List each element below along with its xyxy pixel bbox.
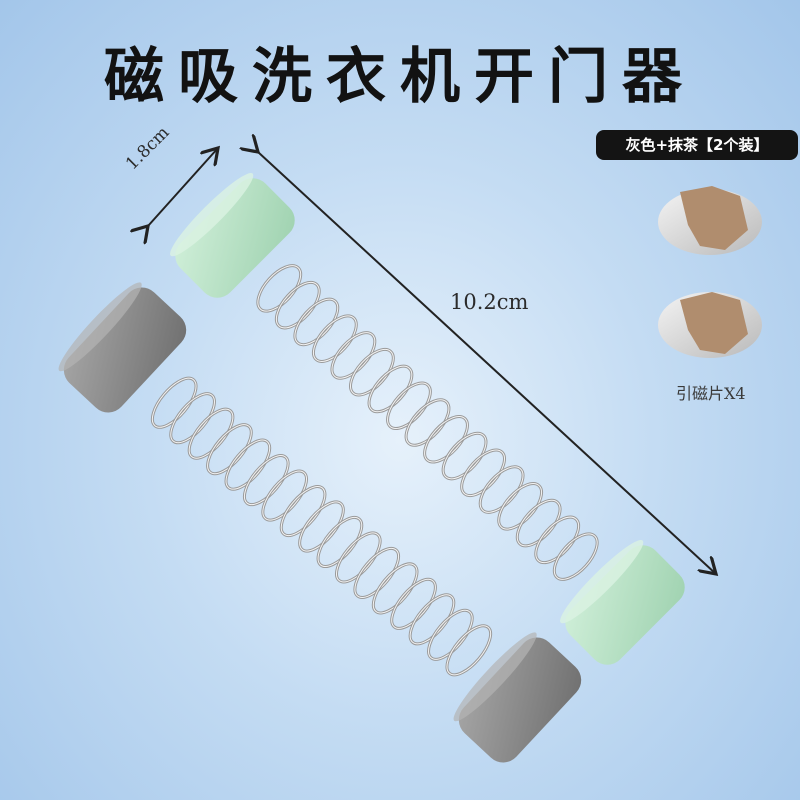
width-arrow [148,148,218,226]
spring-coil-highlight [207,424,252,475]
spring-coil-highlight [368,365,413,413]
spring-coil-highlight [317,516,363,567]
length-arrow [258,152,716,574]
spring-coil-highlight [446,625,492,676]
spring-coil-highlight [391,578,436,629]
gray-cap-bottom [453,632,582,763]
spring-coil-highlight [498,483,543,530]
matcha-spring [256,264,599,581]
spring-coil-highlight [243,455,289,506]
spring-coil-highlight [188,408,234,459]
spring-coil-highlight [225,439,271,490]
magnet-caption: 引磁片X4 [676,384,746,403]
spring-coil-highlight [354,547,400,598]
spring-coil-highlight [170,393,215,444]
spring-coil-highlight [350,348,394,396]
spring-coil-highlight [299,501,344,552]
spring-coil-highlight [257,265,302,312]
spring-coil-highlight [405,399,450,446]
length-label: 10.2cm [450,290,529,314]
magnet-plate-1 [658,186,762,255]
gray-cap-top [58,282,187,413]
spring-coil-highlight [280,486,326,537]
matcha-cap-top [170,173,295,298]
matcha-cap-bottom [560,540,685,665]
spring-coil-highlight [428,609,473,660]
spring-coil-highlight [275,281,320,329]
spring-coil-highlight [535,516,580,564]
gray-spring [150,376,493,677]
magnet-plate-2 [658,292,762,358]
spring-coil-highlight [331,332,376,379]
spring-coil-highlight [262,470,307,521]
spring-coil-highlight [336,532,381,583]
spring-coil-highlight [442,432,487,480]
product-title: 磁吸洗衣机开门器 [104,42,696,112]
spring-coil-highlight [312,315,357,362]
spring-coil-highlight [387,382,431,429]
spring-coil-highlight [461,449,505,497]
spring-coil-highlight [294,298,339,346]
spring-coil-highlight [479,466,524,513]
spring-coil-highlight [516,499,561,547]
spring-coil-highlight [424,416,468,463]
spring-coil-highlight [553,533,598,580]
spring-coil-highlight [151,377,197,428]
spring-coil-highlight [372,563,418,614]
spring-coil-highlight [409,594,455,645]
